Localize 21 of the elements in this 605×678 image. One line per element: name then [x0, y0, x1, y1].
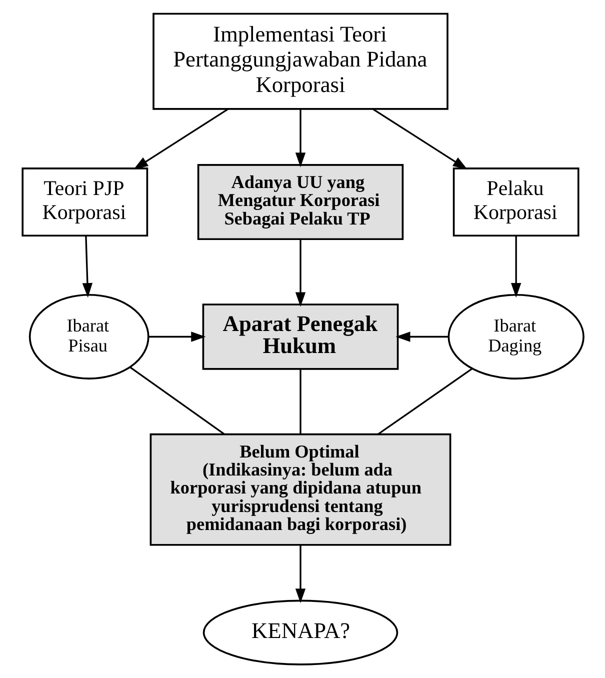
arrow	[82, 236, 92, 298]
node-box: Aparat Penegak Hukum	[202, 304, 398, 370]
arrow	[133, 108, 228, 170]
arrow	[148, 332, 206, 342]
node-ellipse: Ibarat Pisau	[28, 294, 149, 380]
connector	[377, 368, 472, 435]
arrow	[395, 332, 448, 342]
node-box: Belum Optimal (Indikasinya: belum ada korporasi yang dipidana atupun yurisprudensi tentang pemidanaan bagi korporasi)	[149, 433, 451, 546]
arrow	[294, 545, 306, 604]
arrow	[372, 108, 467, 170]
node-box: Implementasi Teori Pertanggungjawaban Pidana Korporasi	[152, 12, 448, 110]
connector	[128, 366, 224, 435]
arrow	[294, 239, 306, 307]
connector	[299, 369, 301, 434]
arrow	[294, 109, 306, 168]
node-box: Adanya UU yang Mengatur Korporasi Sebagai Pelaku TP	[196, 164, 404, 240]
node-ellipse: Ibarat Daging	[447, 294, 584, 380]
arrow	[510, 236, 521, 298]
node-box: Teori PJP Korporasi	[21, 168, 148, 237]
node-box: Pelaku Korporasi	[452, 168, 579, 237]
node-ellipse: KENAPA?	[202, 600, 398, 666]
